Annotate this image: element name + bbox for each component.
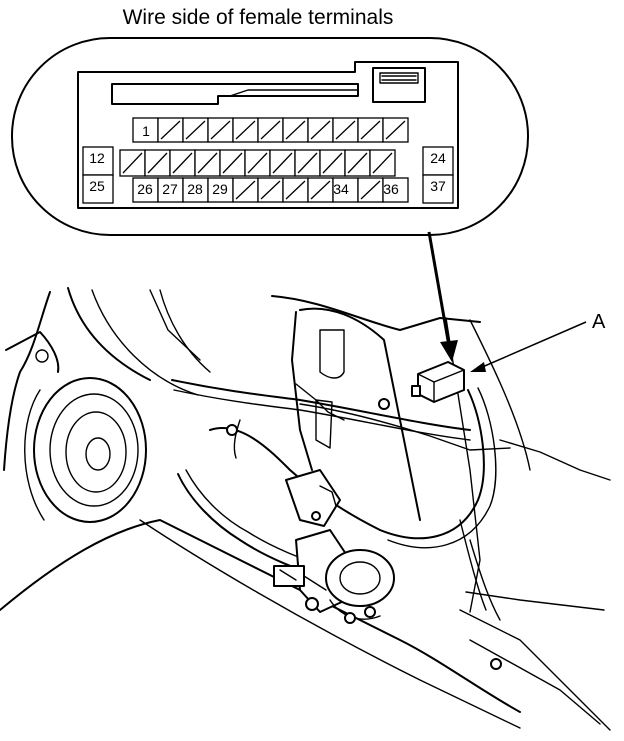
terminal-label-28: 28 [187, 181, 203, 197]
connector-view: 1 12 24 25 26 27 28 29 34 36 37 [11, 37, 529, 236]
unused-terminal-mark [347, 152, 368, 174]
terminal-cell [157, 177, 184, 203]
terminal-label-1: 1 [142, 123, 150, 139]
terminal-label-36: 36 [383, 181, 399, 197]
callout-a-leader [470, 321, 587, 372]
terminal-label-12: 12 [89, 150, 105, 166]
speaker [24, 349, 147, 523]
terminal-cell [207, 177, 234, 203]
fastener [226, 424, 238, 436]
terminal-cell [82, 146, 114, 176]
unused-terminal-mark [260, 180, 281, 200]
terminal-label-24: 24 [430, 150, 446, 166]
terminal-cell [82, 174, 114, 204]
unused-terminal-mark [335, 120, 356, 140]
terminal-label-26: 26 [137, 181, 153, 197]
unused-terminal-mark [122, 152, 143, 174]
unused-terminal-mark [385, 120, 406, 140]
terminal-label-27: 27 [162, 181, 178, 197]
terminal-cell [132, 177, 159, 203]
fastener [490, 658, 502, 670]
unused-terminal-mark [210, 120, 231, 140]
terminal-cell [132, 117, 159, 143]
connector-pointer-arrow [427, 231, 458, 362]
window-regulator-motor [273, 469, 395, 624]
terminal-label-25: 25 [89, 178, 105, 194]
fastener [378, 398, 390, 410]
unused-terminal-mark [360, 120, 381, 140]
unused-terminal-mark [285, 180, 306, 200]
unused-terminal-mark [272, 152, 293, 174]
unused-terminal-mark [222, 152, 243, 174]
terminal-label-37: 37 [430, 178, 446, 194]
unused-terminal-mark [185, 120, 206, 140]
door-panel-illustration [0, 287, 611, 731]
terminal-label-34: 34 [333, 181, 349, 197]
unused-terminal-mark [235, 120, 256, 140]
unused-terminal-mark [322, 152, 343, 174]
unused-terminal-mark [160, 120, 181, 140]
unused-terminal-mark [197, 152, 218, 174]
unused-terminal-mark [297, 152, 318, 174]
unused-terminal-mark [372, 152, 393, 174]
unused-terminal-mark [235, 180, 256, 200]
terminal-label-29: 29 [212, 181, 228, 197]
terminal-cell [422, 146, 454, 176]
diagram-title: Wire side of female terminals [123, 6, 394, 29]
terminal-cell [382, 177, 409, 203]
terminal-cell [422, 174, 454, 204]
unused-terminal-mark [247, 152, 268, 174]
unused-terminal-mark [310, 180, 331, 200]
unused-terminal-mark [360, 180, 381, 200]
unused-terminal-mark [260, 120, 281, 140]
unused-terminal-mark [310, 120, 331, 140]
unused-terminal-mark [147, 152, 168, 174]
harness-connector-a [411, 361, 465, 403]
unused-terminal-mark [285, 120, 306, 140]
terminal-grid [82, 117, 454, 204]
terminal-labels: 1 12 24 25 26 27 28 29 34 36 37 [89, 123, 446, 197]
wire-harness [171, 379, 511, 621]
unused-terminal-mark [172, 152, 193, 174]
callout-label-a: A [592, 311, 606, 333]
